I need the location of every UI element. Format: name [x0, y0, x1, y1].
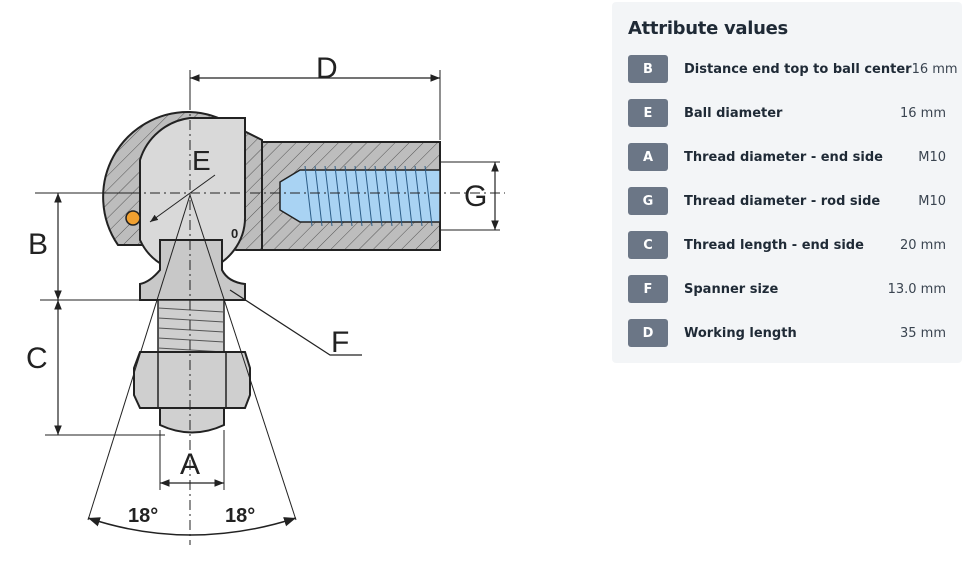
thread-lines	[304, 165, 433, 227]
label-angle-right: 18°	[225, 505, 255, 527]
attribute-label: Ball diameter	[684, 105, 783, 121]
attribute-value: 35 mm	[899, 325, 946, 341]
stud-end	[159, 407, 225, 434]
attribute-key-badge: C	[628, 231, 668, 259]
grease-nipple	[125, 210, 141, 226]
attribute-label: Distance end top to ball center	[684, 61, 912, 77]
attribute-value: 16 mm	[911, 61, 958, 77]
attribute-key-badge: E	[628, 99, 668, 127]
attribute-label: Thread diameter - rod side	[684, 193, 881, 209]
attribute-value: 13.0 mm	[887, 281, 946, 297]
label-a: A	[180, 448, 200, 481]
attribute-label: Working length	[684, 325, 797, 341]
hex-nut	[133, 351, 251, 409]
label-g: G	[464, 180, 487, 213]
label-e: E	[192, 145, 211, 176]
attribute-row: E Ball diameter 16 mm	[628, 99, 946, 127]
attribute-value: 16 mm	[899, 105, 946, 121]
attribute-label: Spanner size	[684, 281, 779, 297]
label-f: F	[331, 326, 349, 359]
attribute-row: F Spanner size 13.0 mm	[628, 275, 946, 303]
attribute-key-badge: D	[628, 319, 668, 347]
label-d: D	[316, 52, 338, 85]
attribute-key-badge: F	[628, 275, 668, 303]
attribute-key-badge: B	[628, 55, 668, 83]
attribute-value: M10	[918, 149, 946, 165]
label-angle-left: 18°	[128, 505, 158, 527]
center-lines	[90, 100, 505, 545]
attribute-value: 20 mm	[899, 237, 946, 253]
attribute-key-badge: A	[628, 143, 668, 171]
label-b: B	[28, 228, 48, 261]
attribute-value: M10	[918, 193, 946, 209]
attribute-row: C Thread length - end side 20 mm	[628, 231, 946, 259]
attribute-label: Thread length - end side	[684, 237, 864, 253]
label-c: C	[26, 342, 48, 375]
attribute-panel: Attribute values B Distance end top to ba…	[612, 2, 962, 363]
attribute-key-badge: G	[628, 187, 668, 215]
label-zero: 0	[231, 226, 238, 241]
attribute-row: A Thread diameter - end side M10	[628, 143, 946, 171]
attribute-label: Thread diameter - end side	[684, 149, 883, 165]
panel-title: Attribute values	[628, 18, 788, 39]
technical-drawing: D E G B C F A 18° 18° 0	[26, 52, 505, 545]
attribute-row: D Working length 35 mm	[628, 319, 946, 347]
attribute-row: G Thread diameter - rod side M10	[628, 187, 946, 215]
